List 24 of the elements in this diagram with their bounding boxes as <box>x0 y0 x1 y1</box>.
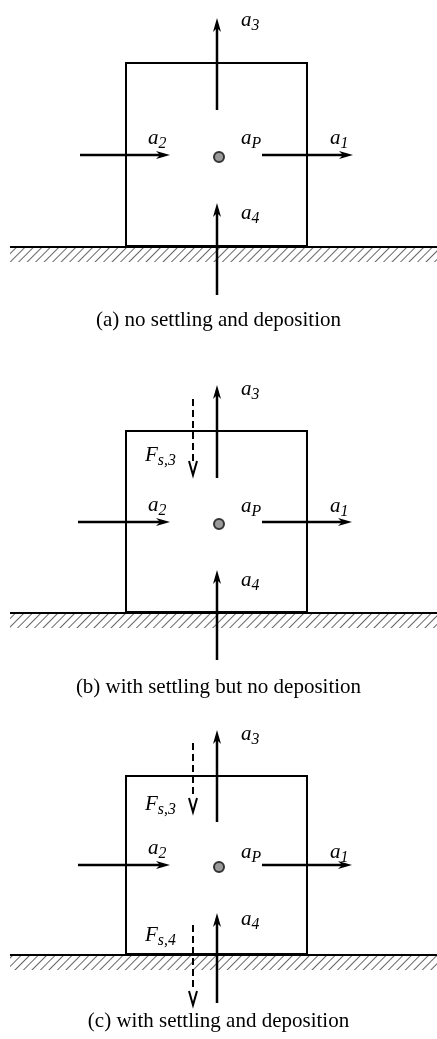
variable-label: a$_{1}$ <box>330 124 349 150</box>
control-volume-box <box>125 775 308 955</box>
variable-label: a$_{P}$ <box>241 492 262 518</box>
variable-label: a$_{3}$ <box>241 720 260 746</box>
variable-label: a$_{2}$ <box>148 491 167 517</box>
control-volume-box <box>125 430 308 613</box>
variable-label: a$_{1}$ <box>330 838 349 864</box>
variable-label: a$_{P}$ <box>241 124 262 150</box>
variable-label: a$_{2}$ <box>148 834 167 860</box>
variable-label: F$_{s,3}$ <box>145 790 176 816</box>
variable-label: F$_{s,4}$ <box>145 921 176 947</box>
variable-label: a$_{4}$ <box>241 199 260 225</box>
caption: (c) with settling and deposition <box>87 1007 350 1034</box>
caption: (a) no settling and deposition <box>96 306 341 333</box>
variable-label: a$_{2}$ <box>148 124 167 150</box>
caption: (b) with settling but no deposition <box>75 673 362 700</box>
variable-label: a$_{4}$ <box>241 566 260 592</box>
variable-label: a$_{1}$ <box>330 492 349 518</box>
variable-label: a$_{4}$ <box>241 905 260 931</box>
control-volume-box <box>125 62 308 247</box>
variable-label: F$_{s,3}$ <box>145 441 176 467</box>
variable-label: a$_{3}$ <box>241 375 260 401</box>
variable-label: a$_{3}$ <box>241 6 260 32</box>
variable-label: a$_{P}$ <box>241 838 262 864</box>
